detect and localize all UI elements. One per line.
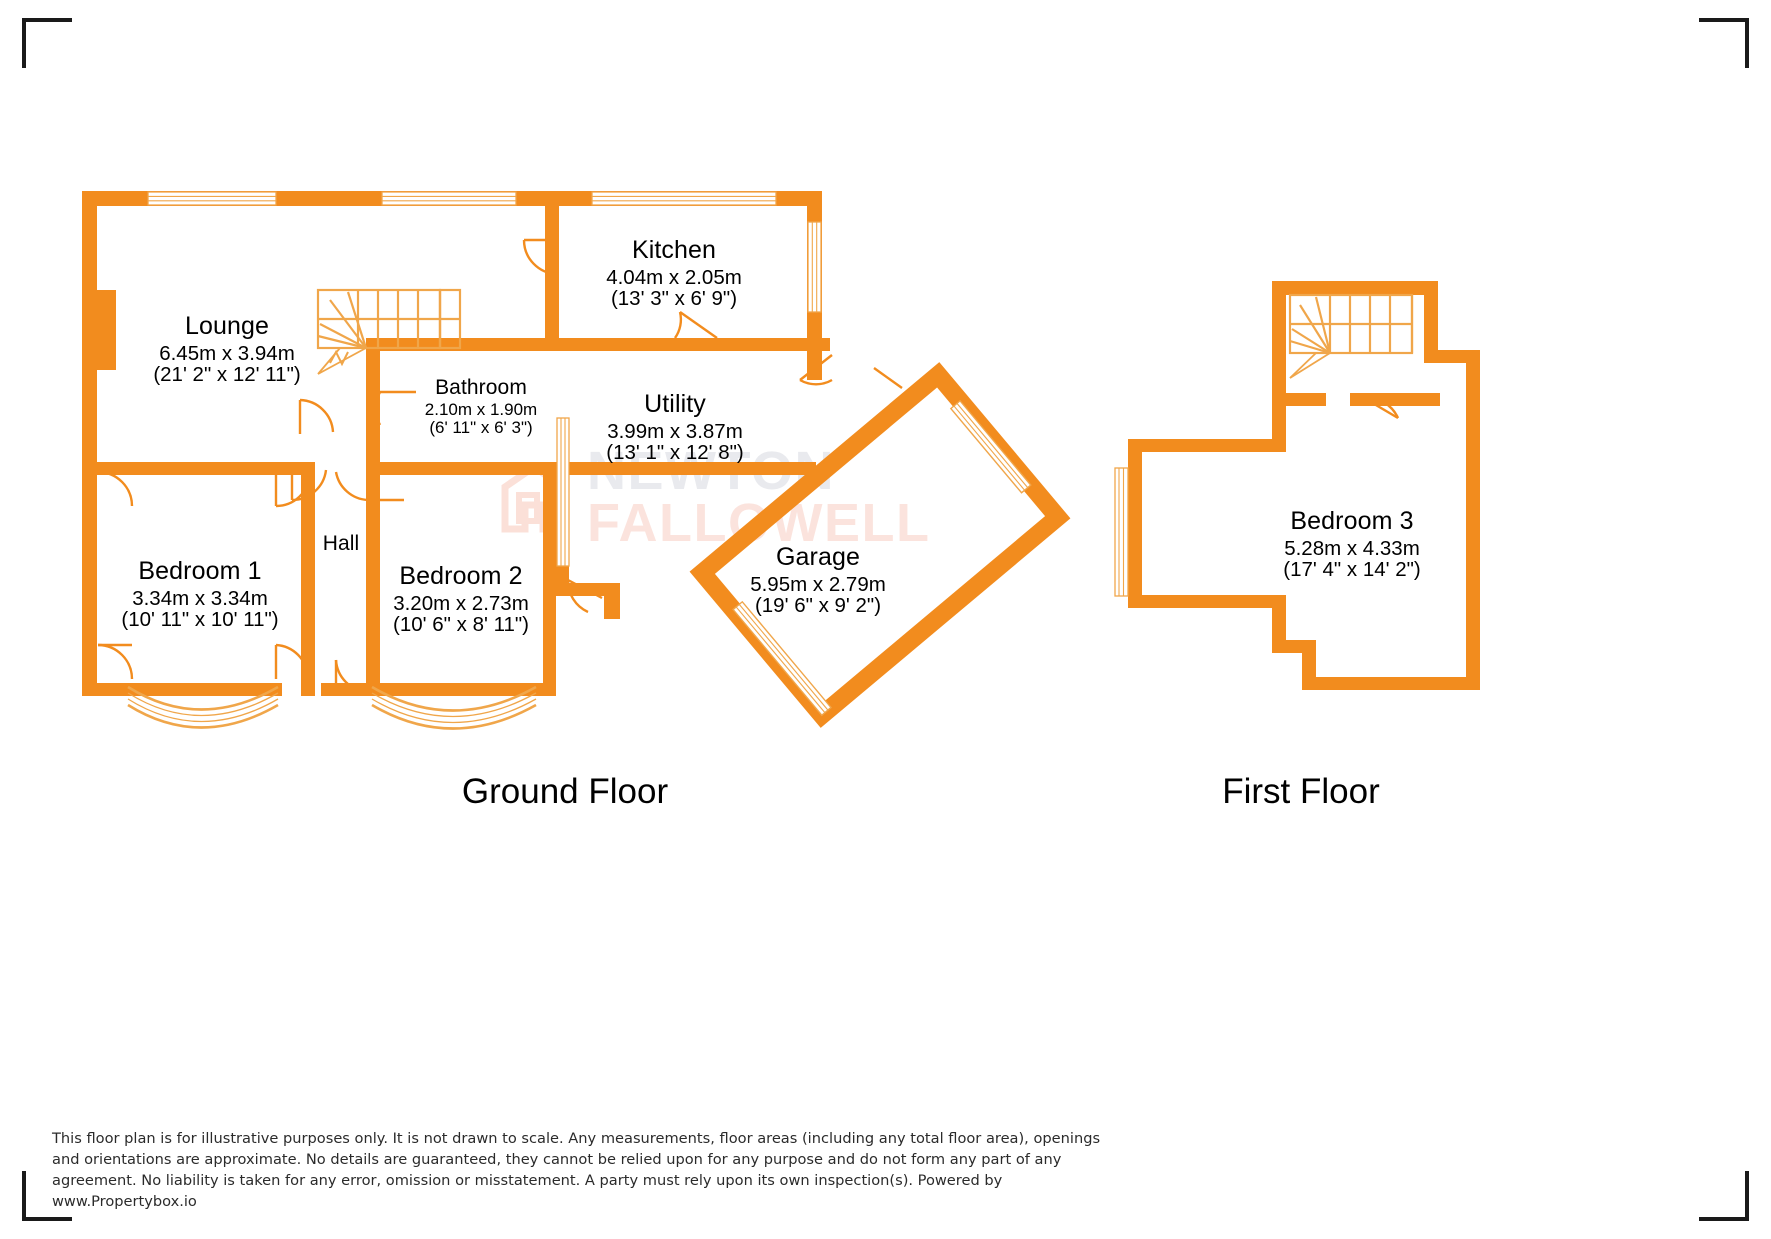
garage-windows	[732, 399, 1032, 717]
ground-floor-staircase	[316, 288, 462, 375]
floor-title-first: First Floor	[1222, 772, 1380, 811]
floor-title-ground: Ground Floor	[461, 772, 669, 811]
first-floor-staircase	[1288, 293, 1414, 379]
first-floor-walls	[1128, 281, 1480, 690]
ground-floor-doors	[97, 238, 903, 694]
crop-mark-bottom-left	[22, 1171, 72, 1221]
first-floor-windows	[1114, 467, 1129, 597]
garage-outline	[689, 362, 1071, 728]
bay-windows	[127, 685, 537, 730]
crop-mark-top-right	[1699, 18, 1749, 68]
crop-mark-top-left	[22, 18, 72, 68]
disclaimer-text: This floor plan is for illustrative purp…	[52, 1130, 1101, 1211]
ground-floor-windows	[147, 191, 822, 567]
first-floor-doors	[1363, 396, 1400, 420]
crop-mark-bottom-right	[1699, 1171, 1749, 1221]
ground-floor-walls	[82, 191, 830, 696]
